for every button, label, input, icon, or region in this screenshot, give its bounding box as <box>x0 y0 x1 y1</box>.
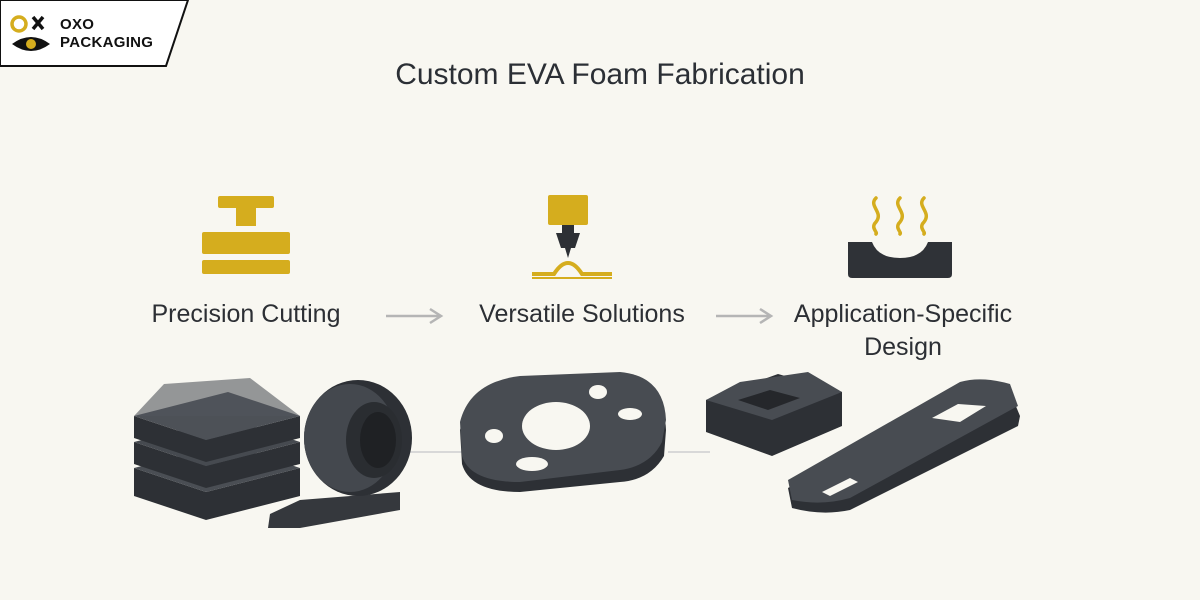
stacked-foam-sheets <box>134 378 300 520</box>
brand-name-line2: PACKAGING <box>60 34 154 51</box>
foam-parts-illustration <box>134 372 1020 528</box>
arrow-right-icon <box>386 307 444 325</box>
step-label-application-specific-design: Application-Specific Design <box>793 300 1013 361</box>
press-cutter-icon <box>202 196 290 274</box>
ox-eye-logo-icon <box>10 15 50 51</box>
arrow-right-icon <box>716 307 774 325</box>
brand-name-line1: OXO <box>60 16 95 33</box>
brand-logo: OXO PACKAGING <box>0 0 192 68</box>
step-label-precision-cutting: Precision Cutting <box>151 300 341 328</box>
page-title: Custom EVA Foam Fabrication <box>395 58 805 91</box>
heat-molding-icon <box>848 196 952 278</box>
foam-gasket <box>460 372 666 492</box>
molded-foam-tray <box>706 372 842 456</box>
foam-roll <box>268 380 412 528</box>
laser-cutter-icon <box>532 195 612 279</box>
foam-strip-slotted <box>788 379 1020 513</box>
step-label-versatile-solutions: Versatile Solutions <box>479 300 685 328</box>
logo-frame <box>0 0 190 67</box>
